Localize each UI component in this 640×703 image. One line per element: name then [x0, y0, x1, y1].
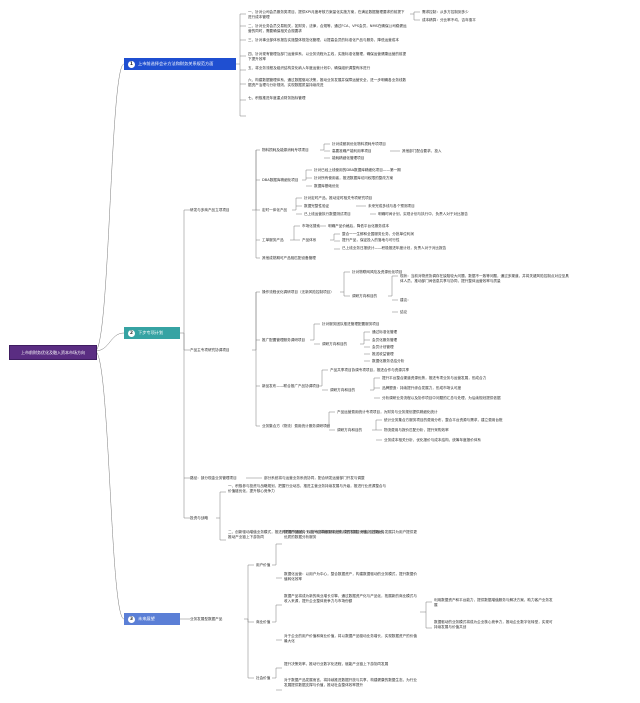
s3-social-value-item-1[interactable]: 提升决策效率，推动行业数字化进程，赋能产业链上下游协同发展 [284, 662, 389, 666]
s2-research-e[interactable]: 其他成熟期可产品相匹配设备管理 [262, 256, 316, 260]
s2-investment-item-2[interactable]: 二、创新驱动增值业务模式，推进跨界服务融合，以技术变革驱动新业务模式发展，积极推… [228, 530, 387, 539]
s1-item-3[interactable]: 三、针对事业部体系报告实施整体规范化管理，以提高会员的标准化产品与服务，降低运营… [248, 38, 399, 42]
s2-research-c-note-1[interactable]: 未来完成多线与各个预测项目 [368, 204, 415, 208]
s2-research-a-note[interactable]: 其他部门配合要求，投入 [402, 149, 442, 153]
s1-side-1[interactable]: 需求控制：从多方控制到多少 [422, 10, 469, 14]
s3-user-value-item-1[interactable]: 数据产品服务于用户业务管理与决策，提升数据价值，支撑业务发展并为用户提供更优质的… [284, 530, 417, 539]
s2-research-d-note-1[interactable]: 明确产品价格后，降低平台化服务成本 [328, 224, 390, 228]
s1-item-5[interactable]: 五、将业务流程及组织结构变化纳入年度运营计划中，确保组织调整有序进行 [248, 66, 371, 70]
s2-research-b-leaf-2[interactable]: 针对所有使用者，推进数据库访问权限的整改方案 [314, 176, 394, 180]
s2-ops-a-leaf-1[interactable]: 针对物联网风险及资源优化项目 [352, 270, 403, 274]
s2-research-d-note-2[interactable]: 整合一一生鲜和全国服务业务，分批单位利润 [342, 232, 414, 236]
s2-ops-c-detail-2[interactable]: 品牌塑造：持续提升综合发展力，形成市场认可度 [382, 386, 462, 390]
s2-ops-d-detail-2[interactable]: 物流费用与报价匹配分析，提升采购效率 [384, 428, 449, 432]
s3-topic[interactable]: 业务发展型数据产品 [190, 617, 223, 621]
s2-research-b-leaf-3[interactable]: 数据库基础优化 [314, 184, 340, 188]
s2-ops-c-leaf-2[interactable]: 调研方向和目的 [330, 388, 356, 392]
s2-ops-b-leaf-1[interactable]: 针对服务团队推进管理配置服务项目 [322, 322, 380, 326]
s2-ops-a-detail-1[interactable]: 现状：当前对物资协调存在缺陷较大问题，数据不一致等问题，通过多渠道，并将关键风险… [400, 274, 569, 283]
s3-user-value-item-2[interactable]: 数据化运营：以用户为中心，整合数据资产，构建数据驱动的业务模式，提升数据价值转化… [284, 572, 417, 581]
s2-ops-c-leaf-1[interactable]: 产品共享项目协调专项项目，推进合作与资源共享 [330, 368, 410, 372]
s2-research-a[interactable]: 物料损耗及能源消耗专项项目 [262, 148, 309, 152]
s1-item-7[interactable]: 七、积极推进年度重点财务指标管理 [248, 96, 306, 100]
s2-ops-b[interactable]: 推广配置管理服务调研项目 [262, 338, 306, 342]
s1-side-2[interactable]: 成本精算：分比率不均，否年惠平 [422, 18, 476, 22]
s2-research-topic[interactable]: 研发与多商产品立项项目 [190, 208, 230, 212]
s3-social-value[interactable]: 社会价值 [256, 676, 271, 680]
s2-research-c-leaf-2[interactable]: 数据完整性验证 [304, 204, 330, 208]
s3-biz-value-item-2[interactable]: 对于企业的用户价值和商业价值，将以数据产品驱动业务增长，实现数据资产的价值最大化 [284, 634, 417, 643]
s3-biz-note-1[interactable]: 利用数据资产和平台能力，提供数据增值服务与解决方案，助力客户业务发展 [434, 598, 553, 607]
s2-investment-topic[interactable]: 投资与战略 [190, 516, 208, 520]
s2-ops-topic[interactable]: 产品主专项研究协调项目 [190, 348, 230, 352]
s2-ops-a-detail-2[interactable]: 建议： [400, 298, 411, 302]
s3-biz-value-item-1[interactable]: 数据产品将成为新的商业增长引擎，通过数据资产化与产品化，拓展新的商业模式与收入来… [284, 594, 417, 603]
s2-roadmap-note[interactable]: 部分系统将与运营业务系统协同，配合研发运营部门开发与调整 [264, 476, 365, 480]
s2-research-b[interactable]: DBA数据库精细化项目 [262, 178, 299, 182]
s2-research-c[interactable]: 定时一体化产品 [262, 208, 288, 212]
s2-research-d[interactable]: 工单服务产品 [262, 238, 284, 242]
s2-research-c-leaf-1[interactable]: 针对定时产品，推动定时相关专项研究项目 [304, 196, 373, 200]
section-1-label: 上市前选择会计方法和财务关系规范方面 [138, 61, 214, 66]
s2-research-b-leaf-1[interactable]: 针对已经上线使用的DBA数据库精细化项目——第一期 [314, 168, 401, 172]
section-2-number: 2 [128, 329, 135, 337]
section-1-number: 1 [128, 60, 135, 68]
s1-item-2[interactable]: 二、针对业务会员交易相关，如财务，法律，合规等，通过FCA，VPS会员，NMS在… [248, 24, 407, 33]
s2-research-a-leaf-1[interactable]: 针对成都到优化物料损耗专项项目 [332, 142, 386, 146]
s2-ops-a-detail-3[interactable]: 结论 [400, 310, 408, 314]
s2-ops-b-detail-4[interactable]: 推送收益管理 [372, 352, 394, 356]
s2-research-d-leaf-2[interactable]: 产品体系 [302, 238, 317, 242]
s2-ops-b-detail-3[interactable]: 会员计划管理 [372, 345, 394, 349]
section-3-label: 未来展望 [138, 616, 155, 621]
s2-research-c-leaf-3[interactable]: 已上线运营执行数据测试项目 [304, 212, 351, 216]
s1-item-6[interactable]: 六、构建数据管理体系，通过数据驱动决策，推动业务发展并保障运营安全，进一步明确各… [248, 78, 407, 87]
s1-item-1[interactable]: 一、针对公司会员服务类项目，提供KPI月度考核方案量化实施方案，在满足数据管理要… [248, 10, 405, 19]
s2-ops-d-leaf-1[interactable]: 产品运营费用统计专项项目，为财务与业务规划提供精细化统计 [337, 410, 438, 414]
s2-ops-a-leaf-2[interactable]: 调研方向和目的 [352, 294, 378, 298]
s2-ops-a[interactable]: 操作流程优化调研项目（无新风险控制项目） [262, 290, 334, 294]
s2-ops-d-detail-1[interactable]: 统计业务集合方服务项目的费用分布，整合平台资源与需求，建立费用台账 [384, 418, 503, 422]
s2-ops-c-detail-3[interactable]: 分析调研业务流程以及协作项目中问题的汇总与处理，为后续规划提供依据 [382, 396, 501, 400]
s2-roadmap-topic[interactable]: 路径：部分现金业务管理项目 [190, 476, 237, 480]
s2-investment-item-1[interactable]: 一、积极参与投资与战略规划，把握行业动态，推进主营业务持续发展与升级，推进行业资… [228, 484, 387, 493]
s3-biz-value[interactable]: 商业价值 [256, 620, 271, 624]
s3-social-value-item-2[interactable]: 对于数据产品发展而言，将持续推进数据开放与共享，构建健康的数据生态，为行业发展提… [284, 678, 417, 687]
section-2-label: 下步专项计划 [138, 330, 164, 335]
s2-ops-d-leaf-2[interactable]: 调研方向和目的 [337, 428, 363, 432]
s2-research-c-note-2[interactable]: 明确时间计划，实现计划与执行中，负责人对于对比报告 [378, 212, 468, 216]
section-3-number: 3 [128, 615, 135, 623]
s3-biz-note-2[interactable]: 数据驱动的业务模式将成为企业核心竞争力，推动企业数字化转型，实现可持续发展与价值… [434, 620, 553, 629]
s2-research-a-leaf-3[interactable]: 能耗精细化管理项目 [332, 156, 365, 160]
s2-research-d-note-4[interactable]: 已上线业务日报统计——积极推进年度计划，负责人对于对比报告 [342, 246, 447, 250]
s2-ops-b-detail-2[interactable]: 会员化服务管理 [372, 338, 398, 342]
s2-ops-c[interactable]: 新品发布——联合推广产品协调项目 [262, 384, 320, 388]
s2-ops-b-detail-1[interactable]: 通过标准化管理 [372, 330, 398, 334]
s2-ops-d-detail-3[interactable]: 业务成本相关分析，优化报价与成本结构，统筹年度报价体系 [384, 438, 482, 442]
s3-user-value[interactable]: 用户价值 [256, 563, 271, 567]
s2-ops-b-detail-5[interactable]: 数据化服务总结分析 [372, 359, 405, 363]
s2-research-d-leaf-1[interactable]: 市场化搜索 [302, 224, 320, 228]
s2-ops-d[interactable]: 业务集合方（物流）费用统计服务调研项目 [262, 424, 331, 428]
s2-research-d-note-3[interactable]: 提升产品，保证投入的落地与可行性 [342, 238, 400, 242]
root-topic[interactable]: 上市前财务优化及融入资本市场方向 [9, 345, 97, 360]
s1-item-4[interactable]: 四、针对现有管理及部门运营体系，以业务流程为主线，实施标准化管理，确保运营健康运… [248, 52, 407, 61]
s2-ops-b-leaf-2[interactable]: 调研方向和目的 [322, 342, 348, 346]
s2-ops-c-detail-1[interactable]: 提升平台整合渠道资源优势，推进专项业务与运营发展，形成合力 [382, 376, 487, 380]
s2-research-a-leaf-2[interactable]: 高要准确产能利用率项目 [332, 149, 372, 153]
